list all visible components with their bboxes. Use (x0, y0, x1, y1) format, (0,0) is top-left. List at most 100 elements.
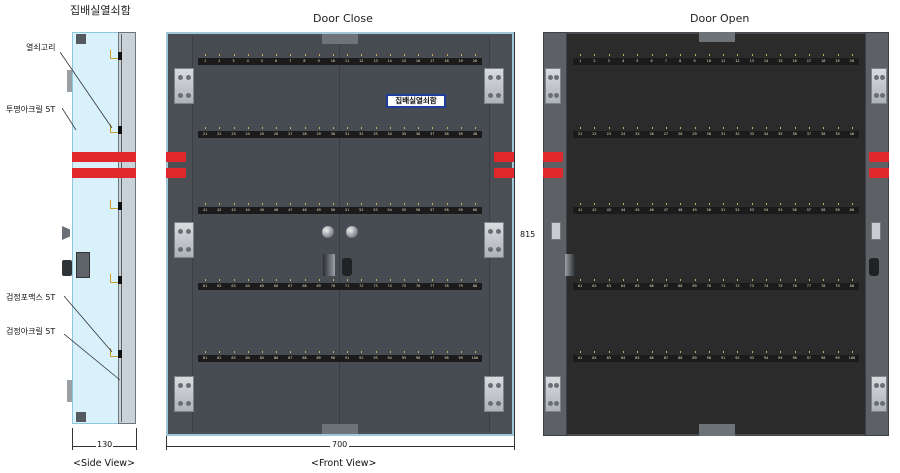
front-key-number: 90 (330, 356, 336, 360)
front-key-number: 100 (471, 356, 479, 360)
front-key-hook-mark (261, 54, 263, 56)
front-key-hook-mark (389, 279, 391, 281)
front-key-number: 23 (231, 132, 236, 136)
open-key-hook-mark (694, 279, 696, 281)
front-key-hook-mark (403, 279, 405, 281)
open-key-number: 48 (678, 208, 683, 212)
front-key-hook-mark (261, 279, 263, 281)
front-key-number: 86 (273, 356, 279, 360)
side-view: 열쇠고리 투명아크릴 5T 검정포맥스 5T 검정아크릴 5T 130 <Sid… (0, 0, 160, 473)
front-key-hook-mark (304, 203, 306, 205)
open-key-hook-mark (651, 351, 653, 353)
open-key-hook-mark (608, 127, 610, 129)
open-key-hook-mark (580, 351, 582, 353)
front-key-hook-mark (304, 351, 306, 353)
open-hinge-icon (871, 68, 887, 104)
dim-front-value: 700 (330, 440, 350, 449)
open-key-number: 41 (577, 208, 583, 212)
open-key-number: 76 (792, 284, 797, 288)
front-knob-icon[interactable] (322, 226, 334, 238)
dim-height-line (514, 32, 515, 436)
front-key-hook-mark (332, 54, 334, 56)
side-back-panel (118, 32, 136, 424)
front-key-hook-mark (403, 54, 405, 56)
front-key-number: 54 (387, 208, 392, 212)
front-key-number: 78 (444, 284, 449, 288)
front-key-hook-mark (446, 127, 448, 129)
open-key-number: 27 (663, 132, 669, 136)
open-key-hook-mark (723, 279, 725, 281)
front-key-hook-mark (318, 203, 320, 205)
front-key-hook-mark (205, 279, 207, 281)
open-key-hook-mark (623, 127, 625, 129)
front-key-number: 62 (217, 284, 222, 288)
front-key-number: 55 (401, 208, 407, 212)
open-key-hook-mark (580, 279, 582, 281)
open-key-hook-mark (680, 203, 682, 205)
open-key-hook-mark (680, 54, 682, 56)
side-view-title: 집배실열쇠함 (70, 4, 131, 17)
open-key-hook-mark (580, 127, 582, 129)
side-red-band-bottom (72, 168, 136, 178)
front-key-hook-mark (261, 203, 263, 205)
open-key-hook-mark (665, 203, 667, 205)
front-key-hook-mark (290, 54, 292, 56)
dim-side-value: 130 (96, 440, 114, 449)
side-view-caption: <Side View> (73, 458, 136, 469)
front-lock-icon[interactable] (323, 254, 335, 276)
open-key-number: 64 (620, 284, 626, 288)
open-key-hook-mark (708, 127, 710, 129)
front-key-hook-mark (418, 203, 420, 205)
open-red-band (869, 152, 889, 162)
open-key-number: 31 (720, 132, 726, 136)
front-key-hook-mark (460, 279, 462, 281)
front-key-number: 47 (288, 208, 293, 212)
front-key-hook-mark (276, 54, 278, 56)
front-key-hook-mark (347, 127, 349, 129)
front-key-number: 61 (202, 284, 208, 288)
open-key-hook-mark (837, 203, 839, 205)
front-key-hook-mark (432, 351, 434, 353)
front-key-hook-mark (332, 127, 334, 129)
open-key-hook-mark (594, 54, 596, 56)
front-key-hook-mark (247, 127, 249, 129)
side-knob-icon (62, 226, 70, 240)
open-key-hook-mark (680, 127, 682, 129)
front-key-number: 89 (316, 356, 321, 360)
open-key-hook-mark (594, 203, 596, 205)
open-key-hook-mark (665, 54, 667, 56)
open-key-number: 37 (806, 132, 812, 136)
front-hinge-icon (174, 68, 194, 104)
open-key-hook-mark (780, 279, 782, 281)
open-key-number: 92 (735, 356, 740, 360)
front-key-number: 12 (359, 59, 364, 63)
open-key-hook-mark (651, 127, 653, 129)
open-key-number: 73 (749, 284, 754, 288)
open-key-hook-mark (608, 279, 610, 281)
front-key-hook-mark (403, 127, 405, 129)
front-knob-icon[interactable] (346, 226, 358, 238)
front-key-icon[interactable] (342, 258, 352, 276)
open-key-hook-mark (708, 54, 710, 56)
open-key-hook-mark (708, 279, 710, 281)
front-key-hook-mark (432, 127, 434, 129)
side-tab (118, 52, 122, 60)
side-red-band-top (72, 152, 136, 162)
open-key-hook-mark (794, 127, 796, 129)
open-key-hook-mark (665, 279, 667, 281)
front-key-number: 26 (273, 132, 279, 136)
open-key-hook-mark (737, 54, 739, 56)
open-bottom-latch-icon (699, 424, 735, 436)
open-key-number: 67 (663, 284, 669, 288)
open-key-hook-mark (723, 203, 725, 205)
side-tab (118, 126, 122, 134)
front-key-hook-mark (361, 203, 363, 205)
front-red-band (166, 168, 186, 178)
open-key-number: 75 (778, 284, 783, 288)
open-key-hook-mark (823, 127, 825, 129)
front-key-hook-mark (332, 203, 334, 205)
open-key-number: 36 (792, 132, 797, 136)
